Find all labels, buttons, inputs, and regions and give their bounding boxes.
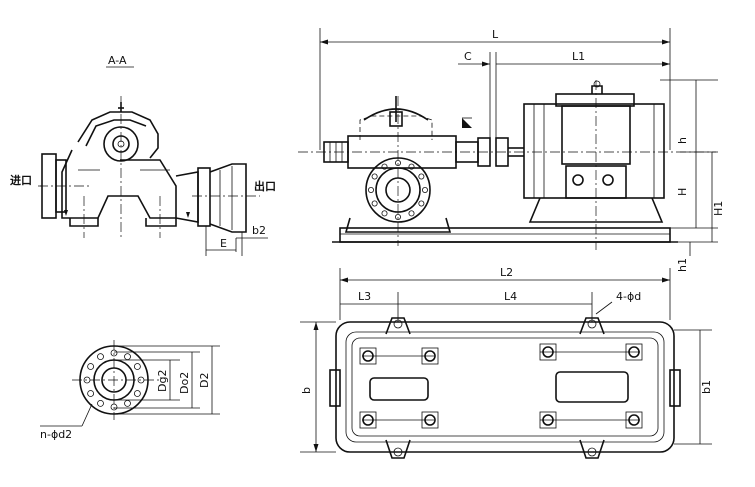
bolt-hole	[418, 200, 425, 207]
dim-Do2: Do2	[178, 372, 191, 394]
bolt-hole	[421, 186, 428, 193]
bolt-hole	[367, 186, 374, 193]
outlet-label: 出口	[254, 179, 276, 193]
bolt-hole	[381, 163, 388, 170]
bolt-hole	[408, 210, 415, 217]
bolt-hole	[87, 363, 95, 370]
dim-L2: L2	[500, 266, 513, 279]
bolt-hole	[97, 353, 104, 361]
dim-holes: 4-ϕd	[616, 290, 641, 303]
bolt-hole	[87, 390, 95, 397]
bolt-hole	[418, 173, 425, 180]
section-title: A-A	[108, 54, 127, 67]
dim-Dg2: Dg2	[156, 370, 169, 392]
plan-view: L2 L3 L4 4-ϕd	[300, 266, 713, 459]
dim-b2: b2	[252, 224, 266, 237]
bolt-hole	[371, 173, 378, 180]
dim-H: H	[676, 188, 689, 196]
dim-C: C	[464, 50, 472, 63]
dim-b1: b1	[700, 380, 713, 394]
bolt-hole	[408, 163, 415, 170]
flange-detail: Dg2 Do2 D2 n-ϕd2	[40, 340, 220, 441]
bolt-hole	[394, 213, 401, 220]
dim-L3: L3	[358, 290, 371, 303]
dim-H1: H1	[712, 201, 725, 216]
dim-h1: h1	[676, 258, 689, 272]
inlet-label: 进口	[10, 173, 32, 187]
elevation-view: L C L1	[298, 28, 725, 272]
bolt-hole	[381, 210, 388, 217]
bolt-hole	[133, 363, 141, 370]
dim-E: E	[220, 237, 227, 250]
section-view-a-a: A-A 进口 出口	[10, 54, 276, 256]
flange-holes-label: n-ϕd2	[40, 428, 72, 441]
dim-L4: L4	[504, 290, 517, 303]
dim-h: h	[676, 137, 689, 144]
bolt-hole	[394, 159, 401, 166]
dim-L1: L1	[572, 50, 585, 63]
dim-b: b	[300, 387, 313, 394]
bolt-hole	[97, 399, 104, 407]
bolt-hole	[124, 353, 131, 361]
dim-D2: D2	[198, 373, 211, 388]
bolt-hole	[124, 399, 131, 407]
dim-L: L	[492, 28, 499, 41]
bolt-hole	[133, 390, 141, 397]
bolt-hole	[371, 200, 378, 207]
